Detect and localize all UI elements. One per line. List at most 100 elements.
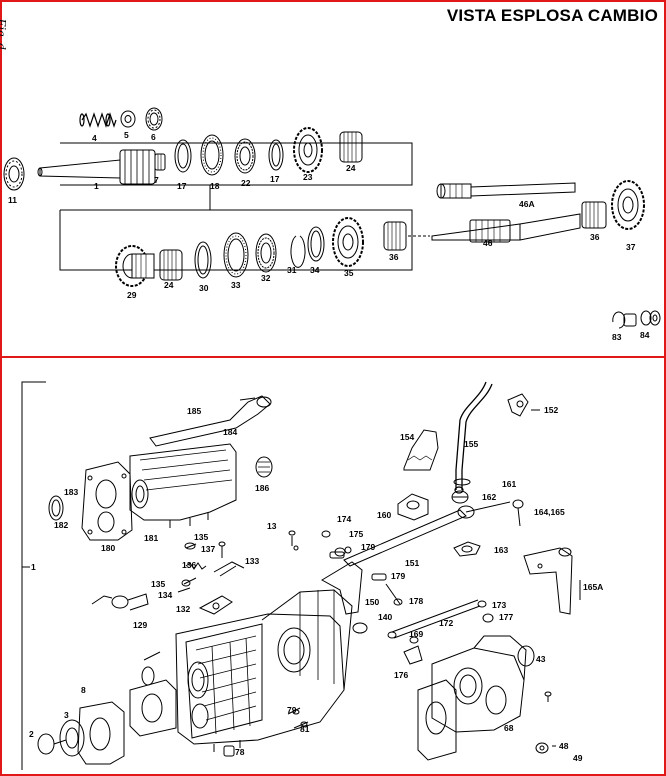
- section-divider: [0, 356, 666, 358]
- gear-part-23: [293, 127, 323, 173]
- nut-part-48: [535, 742, 549, 754]
- part-label: 173: [492, 600, 506, 610]
- part-label: 48: [559, 741, 569, 751]
- part-177: [482, 613, 494, 623]
- shaft-part-46A: [436, 182, 576, 199]
- part-label: 136: [182, 560, 196, 570]
- sync-ring-part-30: [194, 241, 212, 279]
- part-label: 134: [158, 590, 172, 600]
- part-label: 176: [394, 670, 408, 680]
- plug-part-186: [255, 456, 273, 478]
- part-label: 178: [409, 596, 423, 606]
- clip-part-133: [213, 561, 245, 577]
- part-label: 22: [241, 178, 251, 188]
- part-173: [477, 600, 487, 608]
- bolt-part-81: [293, 721, 309, 729]
- bracket-lower: [59, 209, 413, 271]
- part-label: 29: [127, 290, 137, 300]
- part-label: 84: [640, 330, 650, 340]
- bolt-part-13: [288, 530, 299, 551]
- part-label: 13: [267, 521, 277, 531]
- part-label: 162: [482, 492, 496, 502]
- bracket-part-165A: [523, 547, 573, 615]
- part-label: 175: [349, 529, 363, 539]
- circlip-part-31: [290, 235, 306, 268]
- part-label: 5: [124, 130, 129, 140]
- small-plate-part: [141, 651, 161, 686]
- gear-part-35: [332, 217, 364, 267]
- screw-part-134: [177, 587, 191, 593]
- part-label: 152: [544, 405, 558, 415]
- hub-part-32: [255, 233, 277, 273]
- sync-ring-part-34: [307, 226, 325, 262]
- part-label: 165A: [583, 582, 603, 592]
- part-140: [352, 622, 368, 634]
- part-label: 174: [337, 514, 351, 524]
- lever-part-132: [198, 595, 233, 615]
- needle-cage-part-36: [383, 221, 407, 251]
- part-label: 78: [235, 747, 245, 757]
- mainshaft-part-46: [431, 213, 581, 243]
- gear-part-37: [611, 180, 645, 230]
- gearbox-housing: [175, 589, 353, 752]
- seal-part-43: [517, 645, 535, 667]
- shift-lever-part-151: [343, 501, 511, 567]
- part-label: 180: [101, 543, 115, 553]
- part-label: 3: [64, 710, 69, 720]
- plate-part-left: [129, 679, 177, 737]
- part-label: 160: [377, 510, 391, 520]
- bolt-part-164: [512, 499, 524, 527]
- part-label: 79: [287, 705, 297, 715]
- part-label: 6: [151, 132, 156, 142]
- part-label: 177: [499, 612, 513, 622]
- bearing-part-11: [3, 157, 25, 191]
- rod-part-178: [385, 583, 403, 606]
- bushing-part-174: [321, 530, 331, 538]
- part-label: 133: [245, 556, 259, 566]
- bracket-part-163: [453, 541, 481, 557]
- part-label: 46A: [519, 199, 535, 209]
- part-label: 7: [154, 175, 159, 185]
- pin-part-135: [184, 542, 197, 550]
- rear-housing-part-68: [431, 635, 527, 733]
- part-label: 186: [255, 483, 269, 493]
- part-label: 83: [612, 332, 622, 342]
- sync-ring-part-17b: [268, 139, 284, 171]
- part-label: 164,165: [534, 507, 565, 517]
- sync-ring-part-17: [174, 139, 192, 173]
- gasket-part-180: [81, 461, 133, 541]
- part-label: 1: [31, 562, 36, 572]
- fork-rod-part-184: [149, 395, 272, 447]
- boot-part-154: [403, 429, 439, 471]
- pin-part-179a: [329, 551, 345, 559]
- part-label: 154: [400, 432, 414, 442]
- bracket-upper: [60, 142, 413, 186]
- page-title: VISTA ESPLOSA CAMBIO: [446, 6, 658, 25]
- part-label: 23: [303, 172, 313, 182]
- part-label: 17: [270, 174, 280, 184]
- ring-part-161: [453, 478, 471, 486]
- part-label: 81: [300, 724, 310, 734]
- part-label: 37: [626, 242, 636, 252]
- part-label: 182: [54, 520, 68, 530]
- part-label: 135: [151, 579, 165, 589]
- part-label: 24: [346, 163, 356, 173]
- part-label: 36: [389, 252, 399, 262]
- needle-cage-part-24b: [159, 249, 183, 281]
- gasket-part-8: [77, 701, 125, 765]
- left-bracket: [21, 381, 46, 770]
- ball-part-162: [451, 490, 469, 504]
- small-bearing-part: [145, 107, 163, 131]
- part-label: 129: [133, 620, 147, 630]
- pin-part-179b: [371, 573, 387, 581]
- part-label: 4: [92, 133, 97, 143]
- part-label: 68: [504, 723, 514, 733]
- part-label: 35: [344, 268, 354, 278]
- spring-part-136: [185, 562, 207, 570]
- part-label: 140: [378, 612, 392, 622]
- sensor-part-129: [91, 593, 149, 611]
- bolt-part-79: [287, 707, 301, 715]
- rod-part-150: [321, 561, 363, 615]
- shift-rod-part-155: [454, 381, 493, 494]
